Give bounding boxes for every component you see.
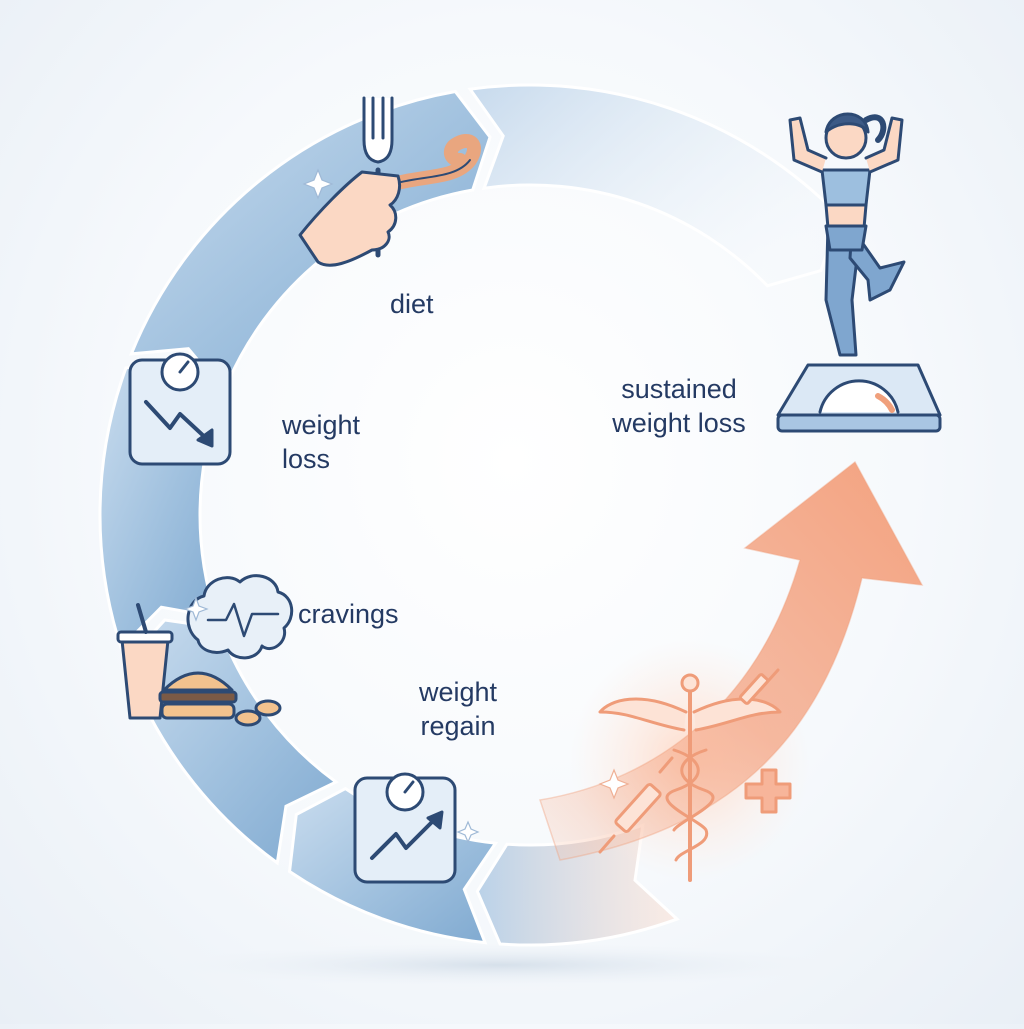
medical-cross-icon bbox=[744, 768, 792, 814]
ring-segment-fade-top bbox=[467, 83, 842, 288]
stage-label-diet: diet bbox=[390, 289, 434, 319]
stage-label-weight-loss: weight loss bbox=[282, 410, 361, 474]
ground-shadow bbox=[170, 943, 830, 987]
scale-up-trend-icon bbox=[353, 772, 457, 884]
syringe-icon bbox=[598, 668, 780, 854]
upward-arrow bbox=[539, 460, 924, 880]
stage-label-weight-regain: weight regain bbox=[418, 677, 498, 741]
outcome-label: sustained weight loss bbox=[612, 374, 746, 438]
flexing-woman-on-scale-icon bbox=[776, 112, 942, 433]
brain-junk-food-icon bbox=[116, 574, 294, 727]
scale-down-trend-icon bbox=[128, 352, 232, 466]
caduceus-icon bbox=[598, 673, 782, 882]
sparkle-decorations bbox=[183, 168, 630, 844]
stage-label-cravings: cravings bbox=[298, 599, 399, 629]
fork-measuring-tape-icon bbox=[298, 96, 481, 267]
